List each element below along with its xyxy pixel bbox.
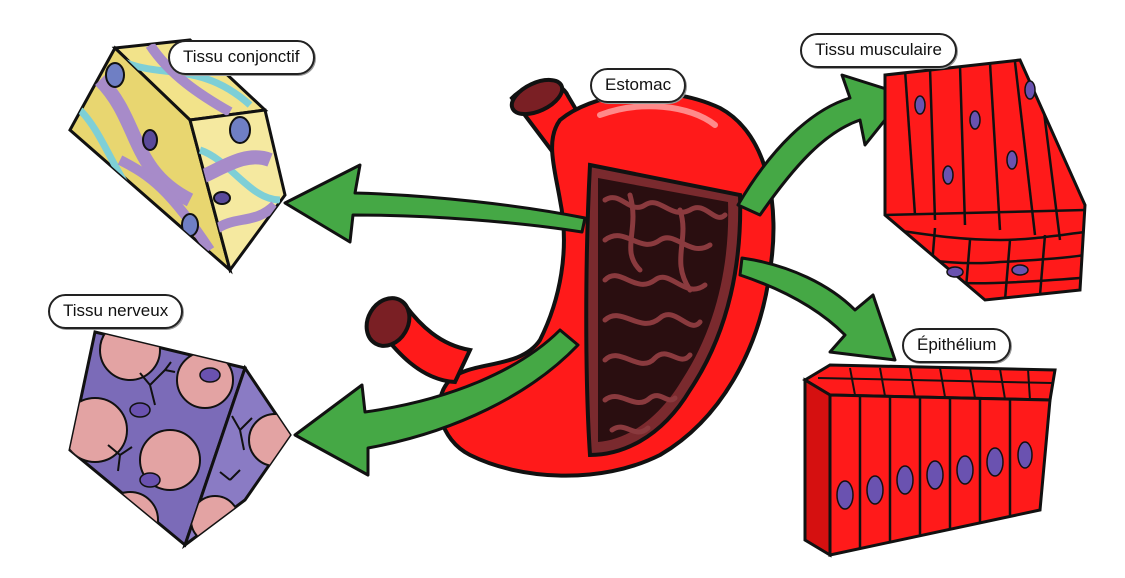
arrow-to-epithelium bbox=[738, 256, 897, 362]
arrow-to-conjonctif bbox=[283, 163, 587, 244]
label-estomac: Estomac bbox=[590, 68, 687, 103]
muscle-nuclei bbox=[914, 80, 1036, 278]
label-tissu-nerveux: Tissu nerveux bbox=[48, 294, 184, 329]
epithelium-top-cells bbox=[817, 367, 1053, 401]
label-tissu-musculaire: Tissu musculaire bbox=[800, 33, 957, 68]
epithelium-columns bbox=[858, 396, 1012, 550]
esophagus-opening bbox=[509, 77, 565, 117]
duodenum-opening bbox=[364, 296, 412, 348]
mucosa-folds bbox=[602, 192, 728, 435]
nervous-tissue-cube bbox=[68, 330, 292, 550]
muscle-tissue-block bbox=[883, 58, 1087, 302]
stomach-highlight bbox=[597, 103, 718, 128]
epithelium-nuclei bbox=[836, 441, 1033, 510]
arrow-to-nerveux bbox=[293, 328, 580, 477]
label-epithelium: Épithélium bbox=[902, 328, 1012, 363]
label-tissu-conjonctif: Tissu conjonctif bbox=[168, 40, 315, 75]
epithelium-block bbox=[802, 363, 1057, 558]
arrow-to-musculaire bbox=[736, 73, 907, 217]
